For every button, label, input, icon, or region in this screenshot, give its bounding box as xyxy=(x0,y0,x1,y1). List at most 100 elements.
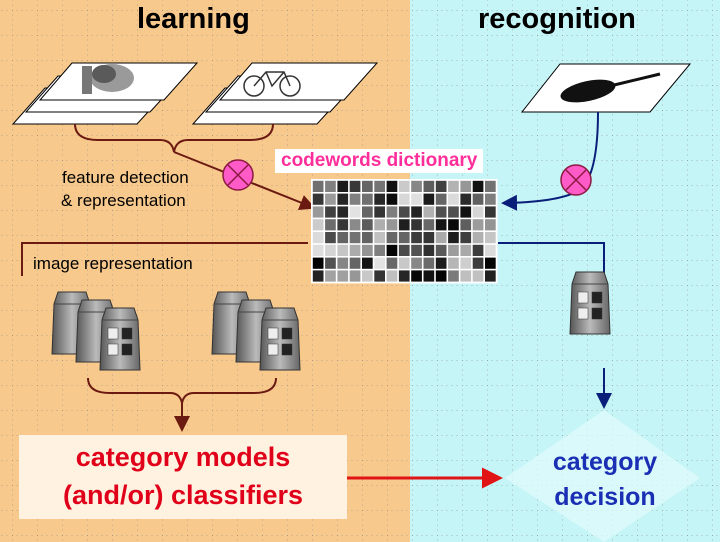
codeword-patch xyxy=(485,180,496,192)
codeword-patch xyxy=(485,206,496,218)
codeword-patch xyxy=(472,219,484,231)
image-representation-label: image representation xyxy=(33,254,193,273)
codeword-patch xyxy=(435,193,447,205)
codeword-patch xyxy=(312,193,324,205)
category-decision-line2: decision xyxy=(554,483,656,511)
codeword-patch xyxy=(448,180,459,192)
codeword-patch xyxy=(435,180,447,192)
bag-icon xyxy=(259,307,301,371)
codeword-patch xyxy=(460,206,472,218)
recognition-line xyxy=(498,242,605,276)
category-models-line1: category models xyxy=(75,442,291,472)
codeword-patch xyxy=(435,257,447,269)
codeword-patch xyxy=(472,270,484,282)
codeword-patch xyxy=(312,206,324,218)
codeword-patch xyxy=(472,206,484,218)
codeword-patch xyxy=(411,180,422,192)
codeword-patch xyxy=(386,270,398,282)
codeword-patch xyxy=(349,232,361,244)
codeword-patch xyxy=(325,244,336,256)
image-representation-line xyxy=(21,242,308,276)
recognition-multiply-node-icon xyxy=(560,164,592,196)
codeword-patch xyxy=(411,270,422,282)
codeword-patch xyxy=(386,219,398,231)
codeword-patch xyxy=(460,219,472,231)
codeword-patch xyxy=(349,206,361,218)
multiply-node-icon xyxy=(222,159,254,191)
codeword-patch xyxy=(325,193,336,205)
codeword-patch xyxy=(349,244,361,256)
codeword-patch xyxy=(362,257,373,269)
codeword-patch xyxy=(423,193,435,205)
codeword-patch xyxy=(460,244,472,256)
codeword-patch xyxy=(423,257,435,269)
codeword-patch xyxy=(435,232,447,244)
codeword-patch xyxy=(448,206,459,218)
codeword-patch xyxy=(448,257,459,269)
histogram-bag-icon xyxy=(51,271,611,371)
codeword-patch xyxy=(349,219,361,231)
codeword-patch xyxy=(325,219,336,231)
codeword-patch xyxy=(325,232,336,244)
codeword-patch xyxy=(398,244,410,256)
bag-icon xyxy=(569,271,611,335)
codeword-patch xyxy=(312,244,324,256)
codeword-patch xyxy=(325,180,336,192)
codeword-patch xyxy=(374,193,385,205)
codeword-patch xyxy=(362,270,373,282)
codeword-patch xyxy=(312,180,324,192)
codeword-patch xyxy=(312,219,324,231)
codeword-patch xyxy=(411,193,422,205)
codeword-patch xyxy=(374,257,385,269)
codeword-patch xyxy=(374,270,385,282)
category-decision-line1: category xyxy=(552,448,658,476)
codeword-patch xyxy=(349,270,361,282)
codeword-patch xyxy=(337,257,349,269)
codeword-patch xyxy=(398,180,410,192)
codeword-patch xyxy=(411,244,422,256)
codeword-patch xyxy=(448,232,459,244)
codeword-patch xyxy=(362,193,373,205)
codeword-patch xyxy=(325,270,336,282)
codewords-dictionary-label: codewords dictionary xyxy=(275,149,484,173)
codeword-patch xyxy=(423,244,435,256)
codeword-patch xyxy=(398,206,410,218)
codeword-patch xyxy=(398,219,410,231)
codeword-patch xyxy=(398,232,410,244)
codeword-patch xyxy=(386,193,398,205)
codeword-patch xyxy=(374,180,385,192)
codeword-patch xyxy=(312,257,324,269)
codeword-patch xyxy=(374,206,385,218)
codeword-patch xyxy=(435,270,447,282)
codeword-patch xyxy=(362,232,373,244)
codeword-patch xyxy=(374,232,385,244)
codeword-patch xyxy=(448,193,459,205)
codeword-patch xyxy=(435,244,447,256)
codeword-patch xyxy=(448,270,459,282)
codeword-patch xyxy=(411,219,422,231)
codeword-patch xyxy=(374,244,385,256)
codeword-patch xyxy=(386,257,398,269)
recognition-title: recognition xyxy=(478,3,636,35)
codeword-patch xyxy=(337,206,349,218)
codeword-patch xyxy=(337,180,349,192)
codeword-patch xyxy=(386,206,398,218)
codeword-patch xyxy=(485,257,496,269)
codeword-patch xyxy=(312,270,324,282)
codeword-patch xyxy=(386,232,398,244)
codeword-patch xyxy=(337,270,349,282)
codeword-patch xyxy=(386,180,398,192)
codeword-patch xyxy=(398,270,410,282)
codeword-patch xyxy=(448,219,459,231)
bicycle-image-icon xyxy=(191,62,379,125)
codeword-patch xyxy=(460,180,472,192)
codeword-patch xyxy=(423,219,435,231)
codeword-patch xyxy=(435,206,447,218)
codeword-patch xyxy=(423,270,435,282)
representation-label: & representation xyxy=(61,191,186,210)
codeword-patch xyxy=(485,193,496,205)
models-box xyxy=(19,435,347,519)
codeword-patch xyxy=(398,257,410,269)
codeword-patch xyxy=(362,180,373,192)
codeword-patch xyxy=(337,219,349,231)
